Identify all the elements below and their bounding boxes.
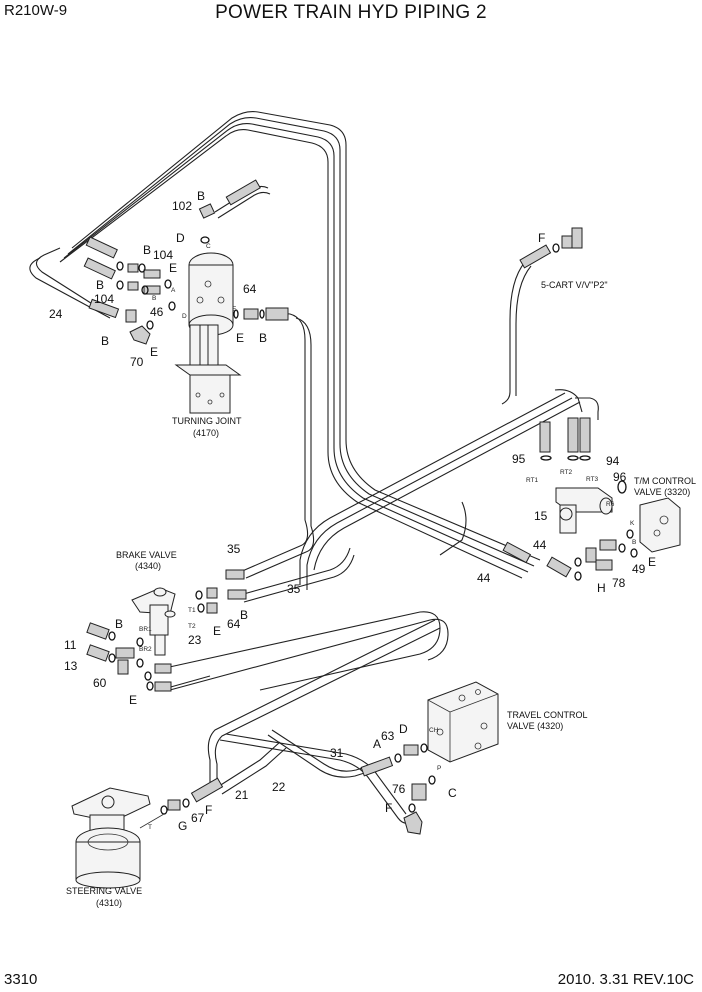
port-label: C — [206, 243, 211, 250]
callout-d: D — [176, 231, 185, 245]
turning-joint-label: TURNING JOINT — [172, 416, 242, 426]
brake-valve-code: (4340) — [135, 561, 161, 571]
travel-control-valve-assembly — [360, 681, 499, 835]
callout-94: 94 — [606, 454, 620, 468]
callout-f: F — [205, 803, 212, 817]
steering-valve-label: STEERING VALVE — [66, 886, 142, 896]
callout-64: 64 — [243, 282, 257, 296]
model-number: R210W-9 — [4, 2, 68, 19]
turning-joint-assembly — [83, 179, 289, 414]
port-label: P — [437, 765, 441, 772]
cart-valve-label: 5-CART V/V"P2" — [541, 280, 608, 290]
callout-76: 76 — [392, 782, 406, 796]
steering-valve-assembly — [71, 777, 224, 889]
callout-b: B — [143, 243, 151, 257]
callout-44: 44 — [477, 571, 491, 585]
port-label: RT3 — [586, 476, 599, 483]
port-label: A — [171, 287, 176, 294]
callout-70: 70 — [130, 355, 144, 369]
callout-22: 22 — [272, 780, 286, 794]
callout-15: 15 — [534, 509, 548, 523]
callout-b: B — [96, 278, 104, 292]
callout-44: 44 — [533, 538, 547, 552]
callout-31: 31 — [330, 746, 344, 760]
turning-joint-code: (4170) — [193, 428, 219, 438]
tm-control-valve-label: T/M CONTROL — [634, 476, 696, 486]
callout-b: B — [115, 617, 123, 631]
port-label: CH — [429, 727, 439, 734]
page-title: POWER TRAIN HYD PIPING 2 — [215, 2, 487, 23]
port-label: RT2 — [560, 469, 573, 476]
port-label: B — [152, 295, 156, 302]
callout-e: E — [129, 693, 137, 707]
callout-104: 104 — [153, 248, 173, 262]
steering-valve-code: (4310) — [96, 898, 122, 908]
revision-date: 2010. 3.31 REV.10C — [557, 971, 694, 988]
port-label: K — [630, 520, 635, 527]
cart-valve-fitting — [519, 227, 583, 269]
port-label: RT1 — [526, 477, 539, 484]
callout-46: 46 — [150, 305, 164, 319]
callout-35: 35 — [287, 582, 301, 596]
callout-13: 13 — [64, 659, 78, 673]
callout-a: A — [373, 737, 381, 751]
callout-63: 63 — [381, 729, 395, 743]
port-label: B — [632, 539, 636, 546]
callout-f: F — [385, 801, 392, 815]
travel-control-valve-code: VALVE (4320) — [507, 721, 563, 731]
tm-control-valve-code: VALVE (3320) — [634, 487, 690, 497]
port-label: T2 — [188, 623, 196, 630]
callout-78: 78 — [612, 576, 626, 590]
port-label: BR1 — [139, 626, 152, 633]
callout-b: B — [240, 608, 248, 622]
callout-e: E — [236, 331, 244, 345]
callout-b: B — [197, 189, 205, 203]
brake-valve-assembly — [86, 569, 247, 692]
callout-60: 60 — [93, 676, 107, 690]
callout-h: H — [597, 581, 606, 595]
callout-95: 95 — [512, 452, 526, 466]
callout-e: E — [150, 345, 158, 359]
callout-49: 49 — [632, 562, 646, 576]
callout-c: C — [448, 786, 457, 800]
callout-67: 67 — [191, 811, 205, 825]
page-number: 3310 — [4, 971, 38, 988]
callout-f: F — [538, 231, 545, 245]
callout-102: 102 — [172, 199, 192, 213]
pipe-bundle — [29, 111, 599, 824]
port-label: R6 — [606, 501, 615, 508]
tm-control-assembly — [502, 417, 681, 581]
brake-valve-label: BRAKE VALVE — [116, 550, 177, 560]
port-label: T — [148, 824, 152, 831]
callout-23: 23 — [188, 633, 202, 647]
callout-e: E — [648, 555, 656, 569]
callout-96: 96 — [613, 470, 627, 484]
port-label: T1 — [188, 607, 196, 614]
callout-e: E — [213, 624, 221, 638]
travel-control-valve-label: TRAVEL CONTROL — [507, 710, 588, 720]
callout-24: 24 — [49, 307, 63, 321]
callout-11: 11 — [64, 638, 77, 652]
callout-35: 35 — [227, 542, 241, 556]
callout-104: 104 — [94, 292, 114, 306]
callout-d: D — [399, 722, 408, 736]
port-label: D — [182, 313, 187, 320]
callout-b: B — [101, 334, 109, 348]
port-label: BR2 — [139, 646, 152, 653]
callout-e: E — [169, 261, 177, 275]
header: R210W-9 POWER TRAIN HYD PIPING 2 — [0, 0, 702, 40]
callout-64: 64 — [227, 617, 241, 631]
callout-b: B — [259, 331, 267, 345]
callout-21: 21 — [235, 788, 249, 802]
port-label: E — [232, 306, 237, 313]
callout-g: G — [178, 819, 187, 833]
